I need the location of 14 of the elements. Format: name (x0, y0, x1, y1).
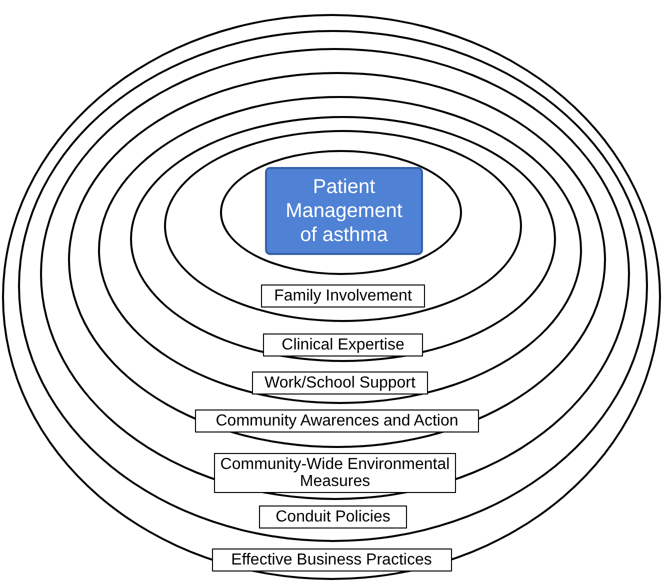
ring-ellipse (98, 96, 582, 404)
ring-label: Community-Wide Environmental Measures (214, 453, 456, 493)
ring-ellipse (164, 130, 522, 322)
ring-label: Family Involvement (261, 284, 425, 308)
ring-ellipse (40, 48, 630, 500)
ring-label: Effective Business Practices (212, 548, 452, 572)
ring-label: Community Awarences and Action (195, 410, 479, 432)
ring-ellipse (130, 116, 556, 362)
ring-label: Conduit Policies (259, 506, 407, 528)
center-box: Patient Management of asthma (265, 167, 423, 255)
ring-ellipse (220, 150, 462, 275)
ring-ellipse (68, 72, 606, 448)
ring-label: Work/School Support (252, 372, 428, 394)
ring-label: Clinical Expertise (263, 334, 423, 356)
